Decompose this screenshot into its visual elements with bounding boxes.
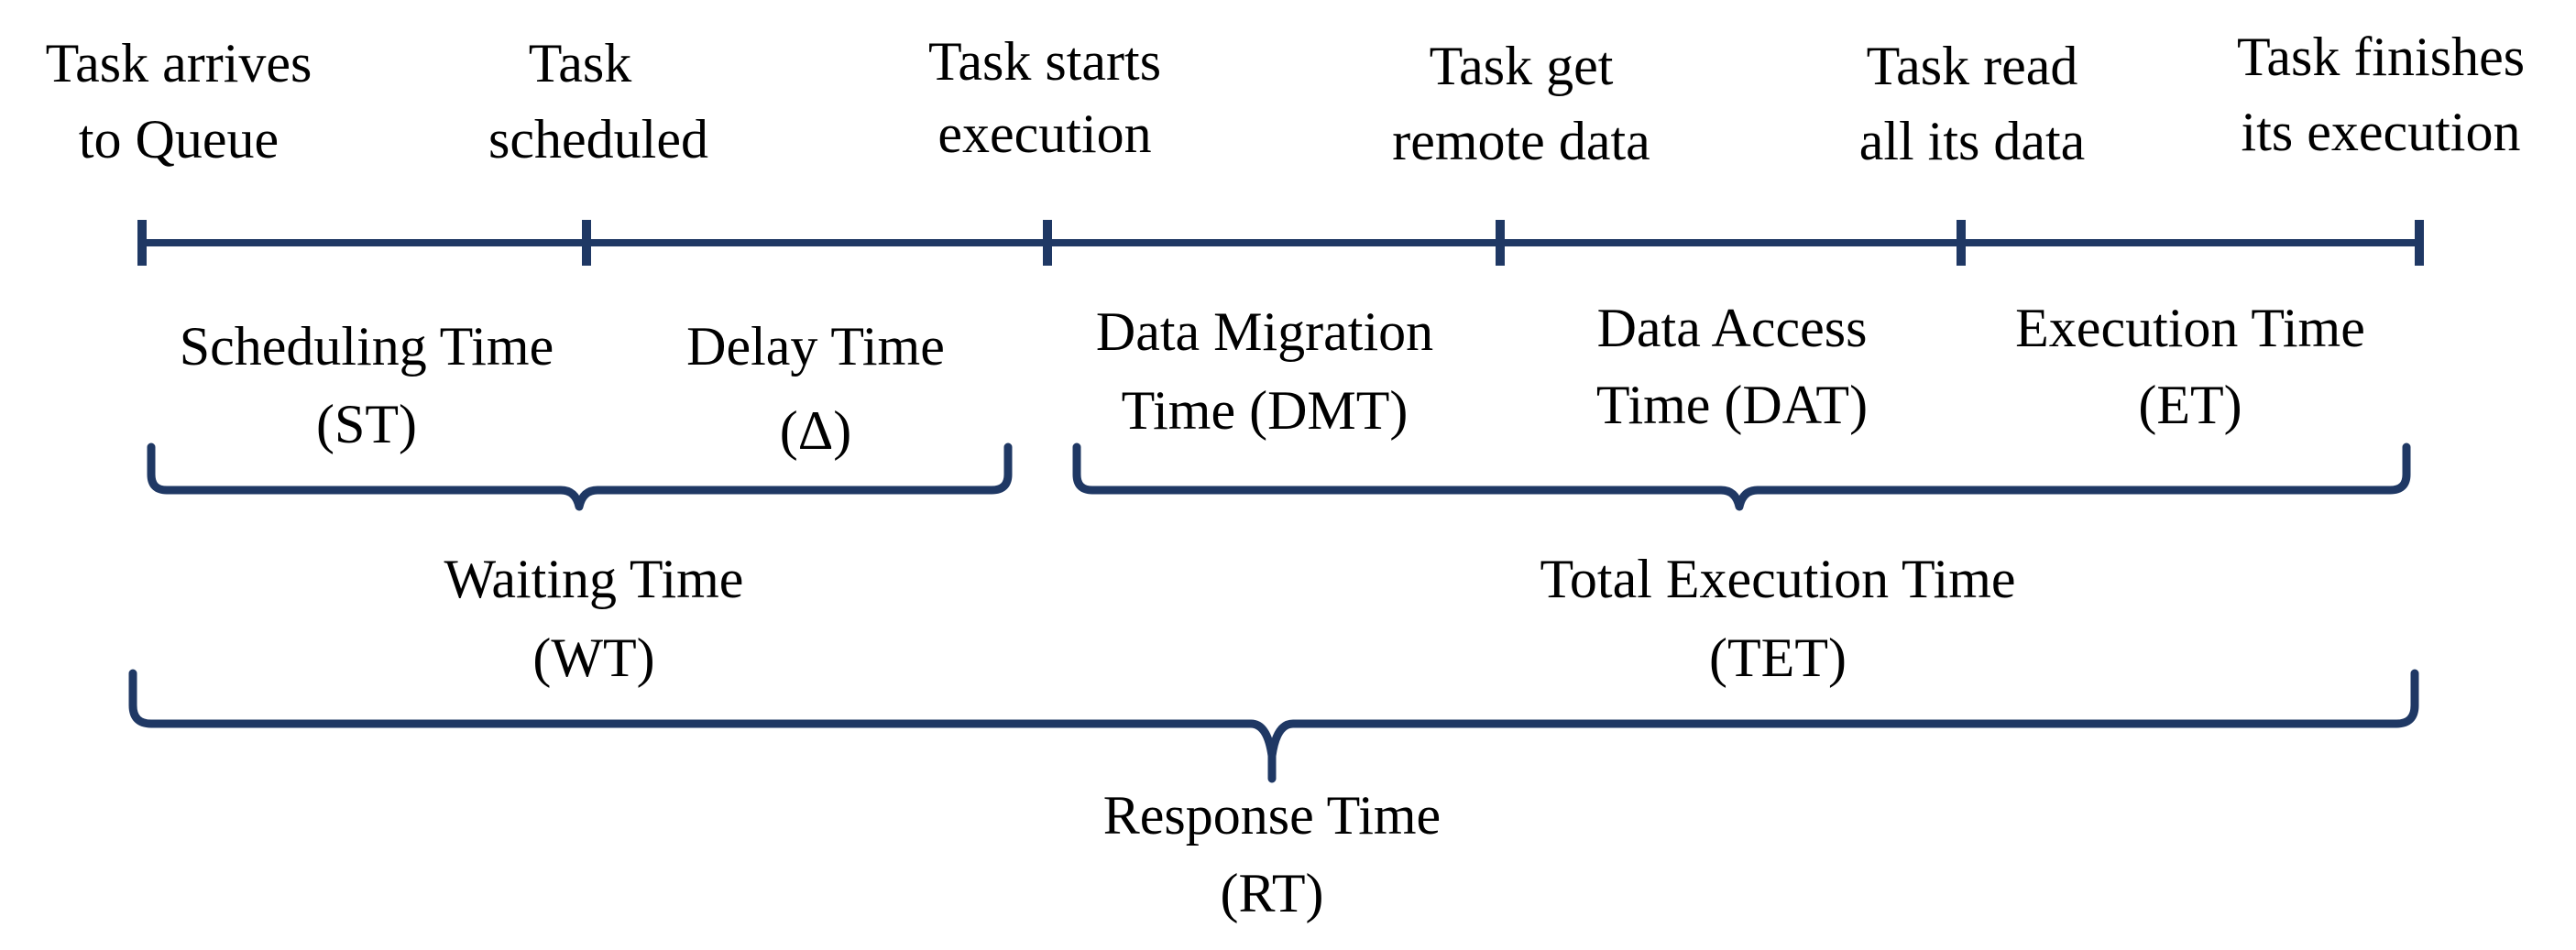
event-label-arrives-line2: to Queue (79, 109, 279, 169)
event-label-finishes-line1: Task finishes (2237, 27, 2525, 87)
event-label-scheduled-line2: scheduled (488, 109, 708, 169)
response-time-brace (128, 669, 2419, 783)
event-label-finishes-line2: its execution (2242, 102, 2521, 162)
group-label-tet-line1: Total Execution Time (1540, 549, 2015, 609)
event-label-remote-line2: remote data (1392, 111, 1650, 171)
event-label-starts-line2: execution (937, 104, 1151, 164)
segment-label-et-line1: Execution Time (2015, 298, 2365, 358)
group-label-wt-line2: (WT) (532, 628, 654, 688)
event-label-remote-line1: Task get (1430, 36, 1614, 96)
segment-label-dmt-line1: Data Migration (1096, 301, 1433, 362)
total-label-rt-line1: Response Time (1103, 785, 1441, 846)
event-label-arrives-line1: Task arrives (46, 33, 312, 93)
segment-label-delay-line2: (Δ) (780, 400, 852, 461)
segment-label-et-line2: (ET) (2138, 375, 2242, 435)
event-label-read-line2: all its data (1859, 111, 2086, 171)
group-label-wt-line1: Waiting Time (444, 549, 744, 609)
segment-label-delay-line1: Delay Time (686, 316, 945, 377)
segment-label-st-line1: Scheduling Time (180, 316, 554, 377)
waiting-time-brace (147, 442, 1013, 511)
segment-label-dat-line2: Time (DAT) (1596, 375, 1868, 435)
event-label-scheduled-line1: Task (529, 33, 631, 93)
segment-label-st-line2: (ST) (316, 394, 417, 454)
total-label-rt-line2: (RT) (1220, 863, 1323, 923)
event-label-read-line1: Task read (1867, 36, 2078, 96)
segment-label-dmt-line2: Time (DMT) (1122, 380, 1409, 441)
group-label-tet-line2: (TET) (1709, 628, 1847, 688)
event-label-starts-line1: Task starts (928, 31, 1161, 92)
total-execution-time-brace (1072, 442, 2411, 511)
segment-label-dat-line1: Data Access (1597, 298, 1868, 358)
